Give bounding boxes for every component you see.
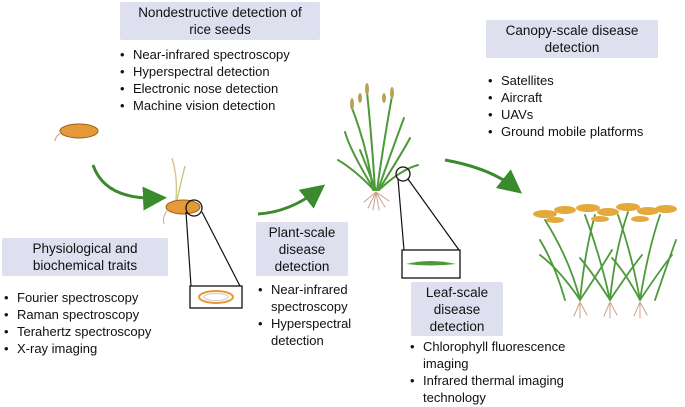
physio-title-box: Physiological and biochemical traits <box>2 238 168 276</box>
physio-title-line-2: biochemical traits <box>32 258 138 273</box>
list-item: Machine vision detection <box>120 97 290 114</box>
rice-leaf-icon <box>401 249 461 279</box>
canopy-title-box: Canopy-scale disease detection <box>486 20 658 58</box>
list-item-line: Hyperspectral <box>271 316 352 331</box>
list-item: UAVs <box>488 106 643 123</box>
list-item-line: spectroscopy <box>271 299 348 314</box>
list-item: Hyperspectral detection <box>258 315 351 349</box>
list-item-line: detection <box>271 333 324 348</box>
seeds-title-line-2: rice seeds <box>189 22 251 37</box>
seeds-title-box: Nondestructive detection of rice seeds <box>120 2 320 40</box>
canopy-title-line-2: detection <box>544 40 600 55</box>
leaf-method-list: Chlorophyll fluorescence imaging Infrare… <box>410 338 565 406</box>
plant-title-line-1: Plant-scale <box>268 225 336 240</box>
curved-arrow-icon <box>257 184 326 216</box>
leaf-title-line-1: Leaf-scale <box>425 285 489 300</box>
leaf-title-line-3: detection <box>429 319 485 334</box>
plant-method-list: Near-infrared spectroscopy Hyperspectral… <box>258 281 351 349</box>
list-item: Hyperspectral detection <box>120 63 290 80</box>
list-item: Raman spectroscopy <box>4 306 151 323</box>
list-item: Terahertz spectroscopy <box>4 323 151 340</box>
plant-title-box: Plant-scale disease detection <box>256 222 348 276</box>
rice-plant-icon <box>337 83 460 251</box>
curved-arrow-icon <box>444 158 523 194</box>
germinating-seed-icon <box>163 157 241 287</box>
list-item-line: Infrared thermal imaging <box>423 373 564 388</box>
list-item-line: technology <box>423 390 486 405</box>
curved-arrow-icon <box>91 164 167 211</box>
leaf-title-line-2: disease <box>433 302 481 317</box>
seeds-title-line-1: Nondestructive detection of <box>138 5 302 20</box>
list-item: Satellites <box>488 72 643 89</box>
list-item: Aircraft <box>488 89 643 106</box>
list-item-line: imaging <box>423 356 469 371</box>
list-item-line: Near-infrared <box>271 282 348 297</box>
list-item: Electronic nose detection <box>120 80 290 97</box>
rice-canopy-icon <box>533 203 677 319</box>
physio-title-line-1: Physiological and <box>32 241 138 256</box>
rice-seed-icon <box>54 123 99 142</box>
list-item: Infrared thermal imaging technology <box>410 372 565 406</box>
list-item: Chlorophyll fluorescence imaging <box>410 338 565 372</box>
list-item: Near-infrared spectroscopy <box>120 46 290 63</box>
list-item-line: Chlorophyll fluorescence <box>423 339 566 354</box>
seeds-method-list: Near-infrared spectroscopy Hyperspectral… <box>120 46 290 114</box>
list-item: Near-infrared spectroscopy <box>258 281 351 315</box>
physio-method-list: Fourier spectroscopy Raman spectroscopy … <box>4 289 151 357</box>
canopy-title-line-1: Canopy-scale disease <box>505 23 639 38</box>
list-item: Ground mobile platforms <box>488 123 643 140</box>
seed-cross-section-icon <box>189 285 243 309</box>
list-item: X-ray imaging <box>4 340 151 357</box>
list-item: Fourier spectroscopy <box>4 289 151 306</box>
plant-title-line-2: disease <box>278 242 326 257</box>
canopy-method-list: Satellites Aircraft UAVs Ground mobile p… <box>488 72 643 140</box>
leaf-title-box: Leaf-scale disease detection <box>411 282 503 336</box>
plant-title-line-3: detection <box>274 259 330 274</box>
